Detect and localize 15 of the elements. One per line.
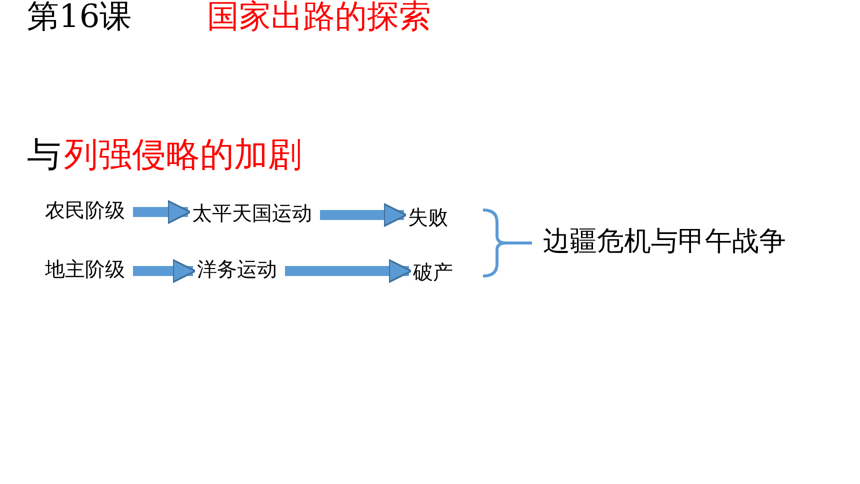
lesson-number: 第16课	[27, 0, 132, 35]
stage-text: 太平天国运动	[192, 201, 312, 225]
stage-text: 失败	[408, 205, 448, 229]
block-arrow	[285, 259, 412, 283]
result-text: 边疆危机与甲午战争	[543, 226, 786, 258]
block-arrow	[133, 200, 192, 224]
block-arrow	[320, 203, 408, 227]
section-heading: 列强侵略的加剧	[64, 136, 302, 175]
lesson-title: 国家出路的探索	[207, 0, 431, 35]
block-arrow	[133, 259, 196, 283]
stage-text: 地主阶级	[45, 257, 125, 281]
stage-text: 农民阶级	[45, 198, 125, 222]
section-heading: 与	[27, 136, 61, 175]
stage-text: 洋务运动	[197, 257, 277, 281]
stage-text: 破产	[413, 260, 453, 284]
